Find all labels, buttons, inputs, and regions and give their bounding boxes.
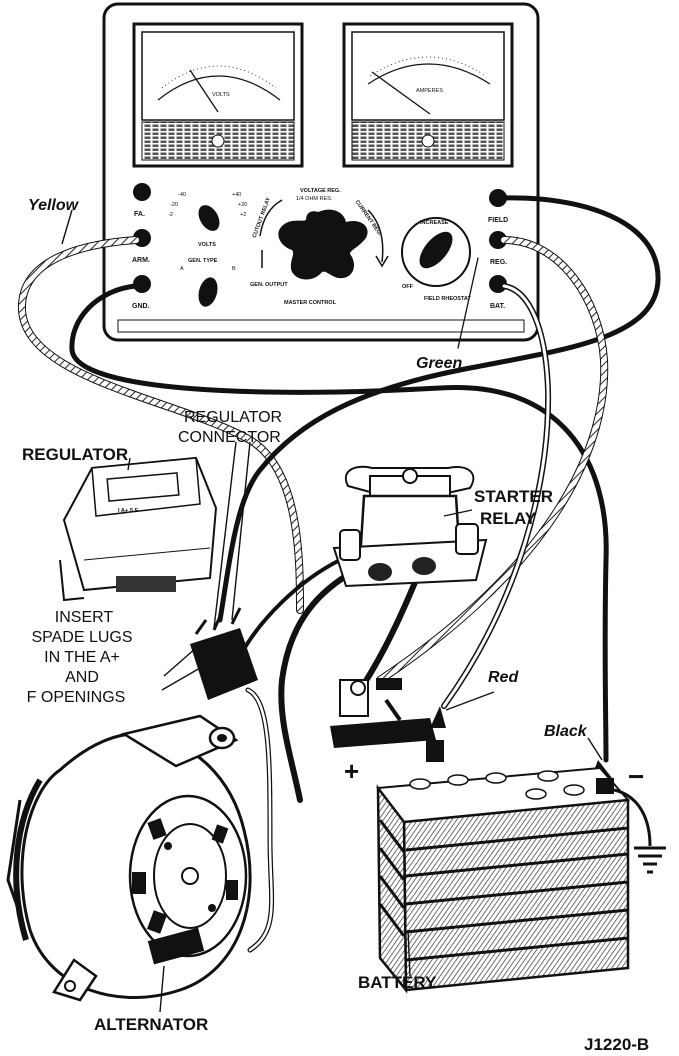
red-label: Red xyxy=(488,669,519,686)
black-label: Black xyxy=(544,723,588,740)
insert-label-1: INSERT xyxy=(55,609,114,626)
master-voltage-reg: VOLTAGE REG. xyxy=(300,188,341,194)
master-gen-output: GEN. OUTPUT xyxy=(250,282,288,288)
terminal-fa-label: FA. xyxy=(134,211,145,218)
volts-selector-label: VOLTS xyxy=(198,242,216,248)
master-ohm-res: 1/4 OHM RES. xyxy=(296,196,333,202)
tester-panel: VOLTS AMPERES FA. ARM. GND. FIE xyxy=(102,2,540,342)
figure-id: J1220-B xyxy=(584,1035,649,1054)
labels: Yellow Green Red Black REGULATOR CONNECT… xyxy=(22,197,649,1054)
battery-negative-post[interactable] xyxy=(596,778,614,794)
alternator-label: ALTERNATOR xyxy=(94,1015,208,1034)
ground-symbol-icon xyxy=(613,788,666,874)
regulator: I A+ S F xyxy=(59,456,218,602)
battery xyxy=(376,740,631,994)
volts-selector: -40 +40 -20 +20 -2 +2 VOLTS xyxy=(168,192,247,248)
insert-label-4: AND xyxy=(65,669,99,686)
alternator-harness xyxy=(245,687,275,953)
ammeter-label: AMPERES xyxy=(416,88,443,94)
volts-pos-plus20: +20 xyxy=(238,202,247,208)
terminal-gnd-label: GND. xyxy=(132,303,150,310)
terminal-arm-label: ARM. xyxy=(132,257,150,264)
gen-type-a: A xyxy=(180,266,184,272)
voltmeter: VOLTS xyxy=(132,22,304,168)
regulator-connector-label-1: REGULATOR xyxy=(184,409,282,426)
insert-label-3: IN THE A+ xyxy=(44,649,120,666)
rheostat-increase-label: INCREASE xyxy=(420,220,449,226)
terminal-field-label: FIELD xyxy=(488,217,508,224)
terminal-bat-label: BAT. xyxy=(490,303,505,310)
master-control-label: MASTER CONTROL xyxy=(284,300,337,306)
plus-sign: + xyxy=(344,756,359,786)
insert-label-5: F OPENINGS xyxy=(27,689,126,706)
ammeter: AMPERES xyxy=(342,22,514,168)
starter-relay-label-1: STARTER xyxy=(474,487,553,506)
battery-cells xyxy=(409,770,585,800)
field-lead[interactable] xyxy=(217,195,661,623)
volts-pos-plus2: +2 xyxy=(240,212,246,218)
field-rheostat: INCREASE OFF FIELD RHEOSTAT xyxy=(401,217,471,302)
positive-terminal-block xyxy=(330,678,612,778)
gnd-lead[interactable] xyxy=(69,283,609,763)
volts-pos-minus2: -2 xyxy=(168,212,173,218)
volts-pos-plus40: +40 xyxy=(232,192,241,198)
gen-type-selector: GEN. TYPE A B xyxy=(180,258,236,309)
gen-type-knob[interactable] xyxy=(195,275,220,309)
volts-pos-minus40: -40 xyxy=(178,192,186,198)
test-leads xyxy=(17,195,661,953)
terminal-field[interactable] xyxy=(489,189,507,207)
volts-selector-knob[interactable] xyxy=(194,201,224,234)
terminal-reg-label: REG. xyxy=(490,259,507,266)
alternator xyxy=(6,714,252,1002)
rheostat-knob[interactable] xyxy=(413,226,458,274)
green-label: Green xyxy=(416,355,462,372)
regulator-terminal-letters: I A+ S F xyxy=(118,508,139,514)
gen-type-b: B xyxy=(232,266,236,272)
voltmeter-zero-adjust-icon[interactable] xyxy=(211,134,225,148)
terminal-fa[interactable] xyxy=(133,183,151,201)
starter-relay-label-2: RELAY xyxy=(480,509,537,528)
insert-label-2: SPADE LUGS xyxy=(31,629,132,646)
terminal-reg[interactable] xyxy=(489,231,507,249)
leader-lines xyxy=(61,209,603,1013)
terminal-gnd[interactable] xyxy=(133,275,151,293)
battery-label: BATTERY xyxy=(358,973,437,992)
red-clip[interactable] xyxy=(430,706,446,728)
rheostat-off-label: OFF xyxy=(402,284,414,290)
minus-sign: − xyxy=(628,761,644,792)
gen-type-label: GEN. TYPE xyxy=(188,258,218,264)
battery-positive-post[interactable] xyxy=(426,740,444,762)
volts-pos-minus20: -20 xyxy=(170,202,178,208)
voltmeter-label: VOLTS xyxy=(212,92,230,98)
yellow-label: Yellow xyxy=(28,197,80,214)
regulator-connector-label-2: CONNECTOR xyxy=(178,429,281,446)
regulator-connector[interactable] xyxy=(190,607,258,700)
regulator-label: REGULATOR xyxy=(22,445,128,464)
starter-relay xyxy=(332,465,488,588)
star-knob-icon[interactable] xyxy=(278,209,368,280)
rheostat-label: FIELD RHEOSTAT xyxy=(424,296,471,302)
ammeter-zero-adjust-icon[interactable] xyxy=(421,134,435,148)
